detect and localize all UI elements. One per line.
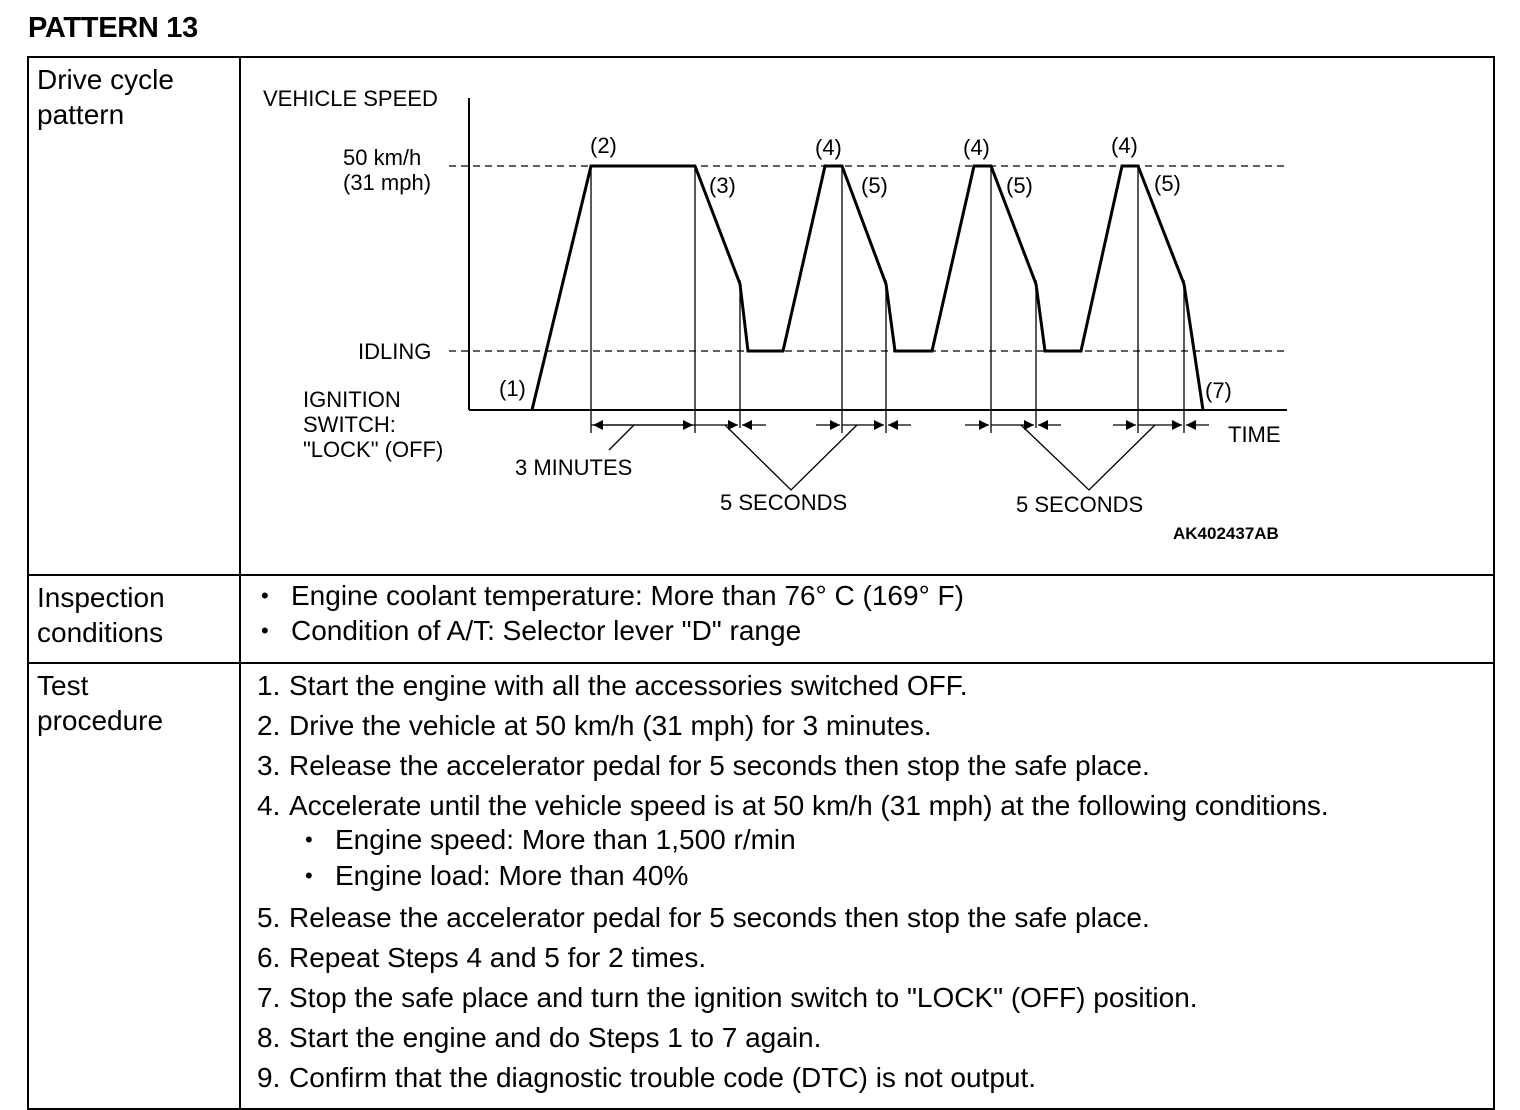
row-inspection-conditions: Inspection conditions Engine coolant tem… xyxy=(27,574,1495,664)
marker-4c: (4) xyxy=(1111,133,1138,158)
figure-code: AK402437AB xyxy=(1173,524,1279,543)
duration-5sec-label-b: 5 SECONDS xyxy=(1016,492,1143,517)
step-number: 3. xyxy=(257,750,281,781)
marker-7: (7) xyxy=(1205,378,1232,403)
step-text: Start the engine and do Steps 1 to 7 aga… xyxy=(289,1022,822,1053)
step-number: 9. xyxy=(257,1062,281,1093)
pattern-table: Drive cycle pattern xyxy=(27,56,1495,1110)
step-text: Drive the vehicle at 50 km/h (31 mph) fo… xyxy=(289,710,932,741)
label-test-procedure: Test procedure xyxy=(27,662,241,1110)
drive-cycle-diagram: VEHICLE SPEED 50 km/h (31 mph) IDLING IG… xyxy=(263,86,1287,543)
speed-50-label: 50 km/h xyxy=(343,145,421,170)
label-test-procedure-text: Test procedure xyxy=(37,670,164,736)
inspection-conditions-list: Engine coolant temperature: More than 76… xyxy=(241,576,1493,648)
diagram-cell: VEHICLE SPEED 50 km/h (31 mph) IDLING IG… xyxy=(239,56,1495,576)
marker-5c: (5) xyxy=(1154,171,1181,196)
list-item: 4. Accelerate until the vehicle speed is … xyxy=(257,786,1493,894)
speed-31-label: (31 mph) xyxy=(343,170,431,195)
list-item: Condition of A/T: Selector lever "D" ran… xyxy=(261,613,1493,648)
x-axis-label: TIME xyxy=(1228,422,1281,447)
idling-label: IDLING xyxy=(358,339,431,364)
step-text: Start the engine with all the accessorie… xyxy=(289,670,968,701)
row-drive-cycle: Drive cycle pattern xyxy=(27,56,1495,576)
test-procedure-steps: 1. Start the engine with all the accessor… xyxy=(241,664,1493,1098)
ignition-label-2: SWITCH: xyxy=(303,412,396,437)
inspection-conditions-cell: Engine coolant temperature: More than 76… xyxy=(239,574,1495,664)
step-text: Accelerate until the vehicle speed is at… xyxy=(289,790,1329,821)
list-item: 7. Stop the safe place and turn the ignit… xyxy=(257,978,1493,1018)
list-item: 6. Repeat Steps 4 and 5 for 2 times. xyxy=(257,938,1493,978)
test-procedure-cell: 1. Start the engine with all the accessor… xyxy=(239,662,1495,1110)
label-drive-cycle: Drive cycle pattern xyxy=(27,56,241,576)
duration-3min-label: 3 MINUTES xyxy=(515,455,632,480)
list-item: 9. Confirm that the diagnostic trouble co… xyxy=(257,1058,1493,1098)
duration-5sec-label-a: 5 SECONDS xyxy=(720,490,847,515)
step-text: Repeat Steps 4 and 5 for 2 times. xyxy=(289,942,707,973)
step-text: Confirm that the diagnostic trouble code… xyxy=(289,1062,1037,1093)
marker-4a: (4) xyxy=(815,135,842,160)
list-item: 8. Start the engine and do Steps 1 to 7 a… xyxy=(257,1018,1493,1058)
page-title: PATTERN 13 xyxy=(28,12,198,44)
list-item: Engine speed: More than 1,500 r/min xyxy=(305,822,1493,858)
step-number: 6. xyxy=(257,942,281,973)
list-item: 3. Release the accelerator pedal for 5 se… xyxy=(257,746,1493,786)
step-number: 8. xyxy=(257,1022,281,1053)
label-inspection-conditions: Inspection conditions xyxy=(27,574,241,664)
y-axis-label: VEHICLE SPEED xyxy=(263,86,438,111)
step-number: 4. xyxy=(257,790,281,821)
label-drive-cycle-text: Drive cycle pattern xyxy=(37,64,174,130)
marker-5a: (5) xyxy=(861,173,888,198)
ignition-label-1: IGNITION xyxy=(303,387,401,412)
list-item: Engine coolant temperature: More than 76… xyxy=(261,578,1493,613)
label-inspection-conditions-text: Inspection conditions xyxy=(37,582,165,648)
step-number: 7. xyxy=(257,982,281,1013)
step-text: Release the accelerator pedal for 5 seco… xyxy=(289,750,1150,781)
marker-5b: (5) xyxy=(1006,173,1033,198)
marker-4b: (4) xyxy=(963,135,990,160)
speed-profile-line xyxy=(530,164,1205,411)
step-number: 1. xyxy=(257,670,281,701)
step-number: 5. xyxy=(257,902,281,933)
marker-1: (1) xyxy=(499,376,526,401)
step-text: Release the accelerator pedal for 5 seco… xyxy=(289,902,1150,933)
marker-2: (2) xyxy=(590,133,617,158)
row-test-procedure: Test procedure 1. Start the engine with a… xyxy=(27,662,1495,1110)
vertical-guides xyxy=(590,166,1185,433)
list-item: 2. Drive the vehicle at 50 km/h (31 mph) … xyxy=(257,706,1493,746)
step-4-conditions: Engine speed: More than 1,500 r/min Engi… xyxy=(257,822,1493,894)
ignition-label-3: "LOCK" (OFF) xyxy=(303,437,443,462)
marker-3: (3) xyxy=(709,173,736,198)
step-number: 2. xyxy=(257,710,281,741)
step-text: Stop the safe place and turn the ignitio… xyxy=(289,982,1198,1013)
list-item: Engine load: More than 40% xyxy=(305,858,1493,894)
list-item: 1. Start the engine with all the accessor… xyxy=(257,666,1493,706)
leader-lines xyxy=(608,424,1156,491)
list-item: 5. Release the accelerator pedal for 5 se… xyxy=(257,898,1493,938)
